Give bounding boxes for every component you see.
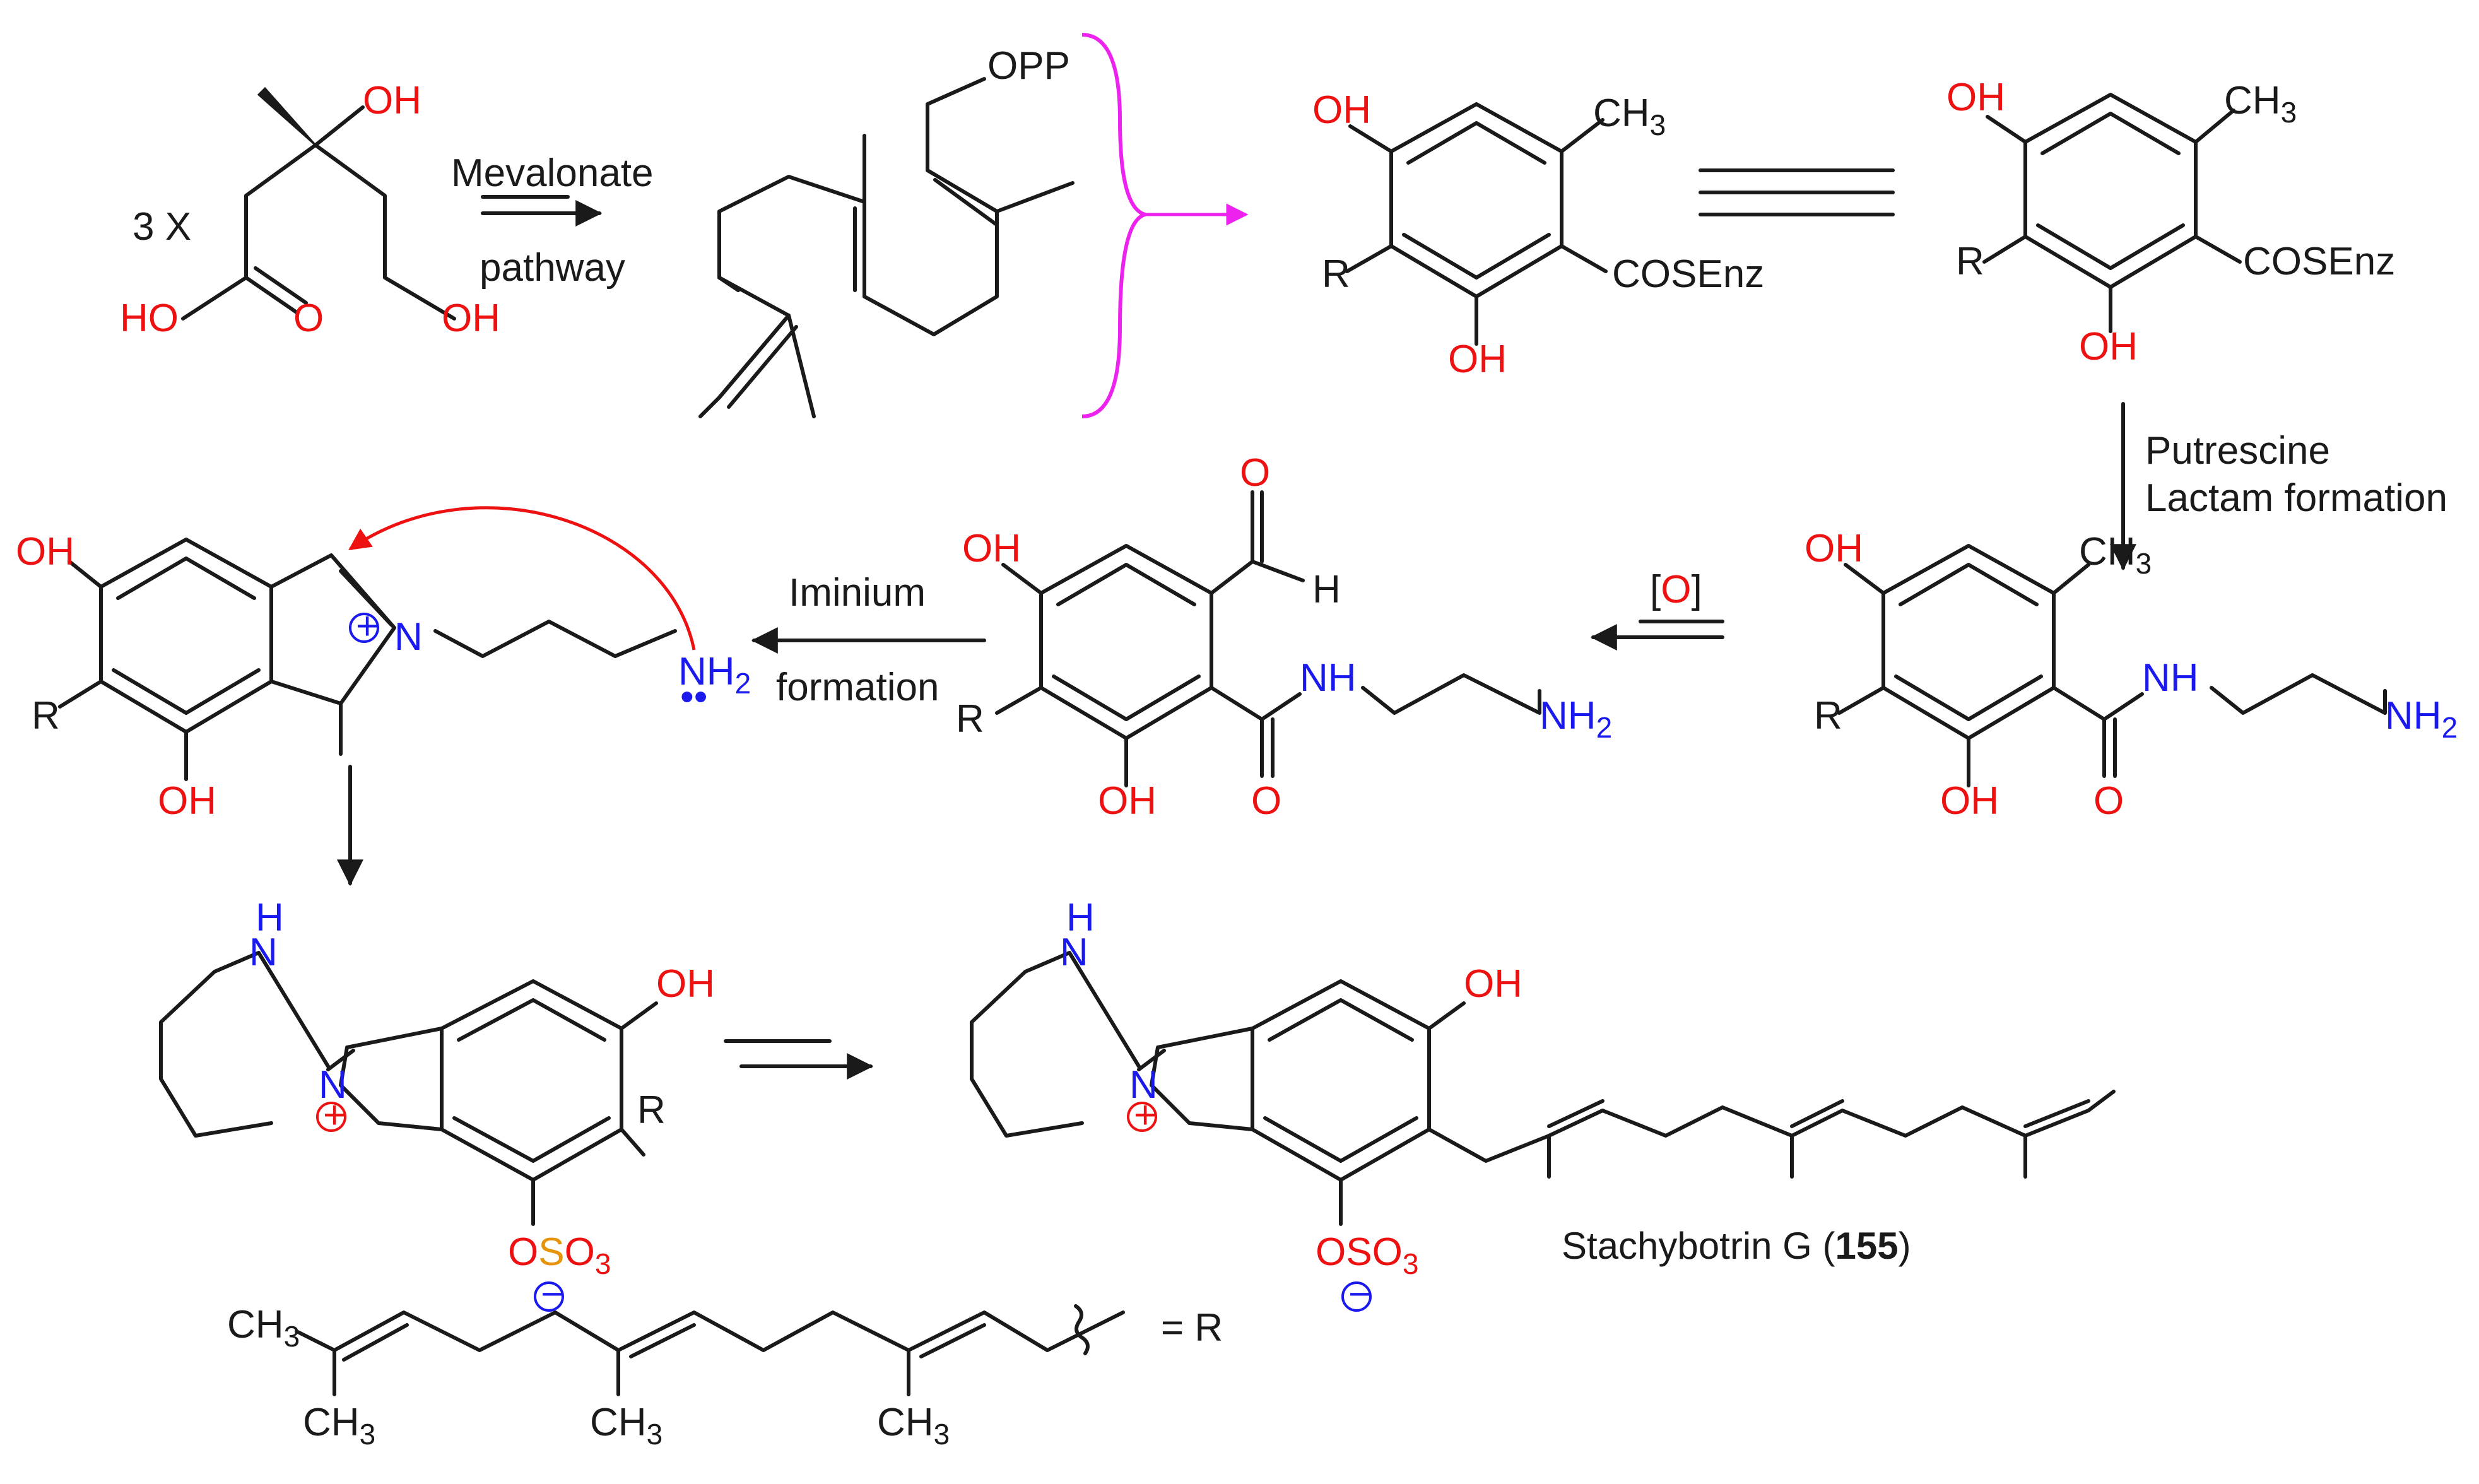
condition-label: pathway [480,246,625,290]
plus-glyph: + [1134,1093,1157,1137]
nh-label: NH [2142,656,2199,700]
nh-label: NH [1300,656,1357,700]
lone-pair-glyph: •• [680,675,707,719]
ch3-label: CH3 [2079,530,2152,580]
oh-label: OH [962,527,1021,570]
ho-label: HO [120,297,179,340]
stachybotrin-g-structure: H N N + OH OSO3 − Stachybotrin G (155) [970,896,2116,1316]
condition-label: Mevalonate [451,151,654,195]
nh2-label: NH2 [678,650,751,700]
plus-glyph: + [323,1093,346,1137]
r-equals-label: = R [1161,1306,1223,1350]
carbonyl-o-label: O [1251,779,1281,823]
negative-charge-icon [534,1281,564,1312]
nh2-label: NH2 [2385,694,2458,744]
opp-label: OPP [987,44,1070,88]
r-label: R [637,1088,666,1132]
sulfate-label: OSO3 [508,1230,611,1280]
putrescine-arrow: Putrescine Lactam formation [2110,402,2447,571]
ch3-label: CH3 [303,1401,375,1451]
r-label: R [32,694,60,738]
oh-label: OH [1312,88,1371,132]
iminium-n-label: N [394,615,423,659]
diazepine-isoindolium-intermediate: H N N + OH R OSO3 − [159,896,715,1316]
condition-label: Putrescine [2145,429,2330,473]
iminium-arrow: Iminium formation [751,571,986,709]
oh-label: OH [16,530,74,574]
positive-charge-icon [349,613,379,643]
minus-glyph: − [541,1273,563,1316]
oh-label: OH [1805,527,1863,570]
minus-glyph: − [1348,1273,1371,1316]
nh-n-label: N [1060,931,1088,974]
oxidation-arrow: [O] [1590,568,1724,651]
iminium-n-label: N [319,1063,347,1107]
multiplier-label: 3 X [132,205,191,249]
plus-glyph: + [356,604,379,648]
cosenz-label: COSEnz [1612,252,1764,296]
ch3-label: CH3 [2224,79,2297,129]
wavy-bond-icon [1074,1304,1090,1355]
oh-label: OH [1464,962,1522,1006]
sulfate-label: OSO3 [1316,1230,1418,1280]
condition-label: Iminium [789,571,926,615]
r-label: R [1322,252,1350,296]
iminium-isoindole-structure: OH R OH N + NH2 •• [16,506,751,823]
condition-label: [O] [1650,568,1702,611]
r-label: R [1956,240,1984,283]
carbonyl-o-label: O [2093,779,2124,823]
ch3-label: CH3 [1593,91,1666,141]
positive-charge-icon [1127,1102,1157,1132]
oh-label: OH [2079,325,2138,368]
condition-label: Lactam formation [2145,476,2447,520]
ch3-label: CH3 [227,1303,300,1353]
oh-label: OH [1946,76,2005,119]
ch3-label: CH3 [877,1401,950,1451]
aldehyde-o-label: O [1240,451,1270,495]
oh-label: OH [656,962,715,1006]
mevalonic-acid-structure: 3 X OH HO O OH [120,79,500,340]
iminium-n-label: N [1129,1063,1158,1107]
oh-label: OH [363,79,421,122]
aldehyde-h-label: H [1312,568,1341,611]
r-group-definition: CH3 CH3 CH3 CH3 = R [227,1303,1223,1451]
nh2-label: NH2 [1540,694,1612,744]
product-caption: Stachybotrin G (155) [1562,1225,1911,1267]
farnesyl-pyrophosphate-structure: OPP [698,44,1075,418]
r-label: R [1814,694,1842,738]
resonance-equivalence [1699,168,1895,216]
aldehyde-amide-structure: OH O H NH O NH2 R OH [956,451,1612,823]
nh-h-label: H [1066,896,1095,939]
oh-label: OH [1448,338,1507,381]
aminobutyl-amide-structure: OH CH3 NH O NH2 R OH [1805,527,2458,823]
prenylation-arrow [724,1039,874,1080]
positive-charge-icon [316,1102,346,1132]
convergence-brace [1081,33,1249,418]
oh-label: OH [442,297,500,340]
negative-charge-icon [1341,1281,1372,1312]
thioester-aromatic-structure-left: OH CH3 COSEnz R OH [1312,88,1764,381]
oh-label: OH [158,779,216,823]
condition-label: formation [776,666,939,709]
oh-label: OH [1940,779,1999,823]
thioester-aromatic-structure-right: OH CH3 COSEnz R OH [1946,76,2395,368]
mevalonate-arrow: Mevalonate pathway [451,151,654,290]
nucleophilic-attack-arrow [348,506,696,651]
nh-h-label: H [256,896,284,939]
carbonyl-o-label: O [293,297,324,340]
r-label: R [956,697,984,741]
cosenz-label: COSEnz [2243,240,2395,283]
ch3-label: CH3 [590,1401,662,1451]
nh-n-label: N [249,931,278,974]
oh-label: OH [1098,779,1157,823]
